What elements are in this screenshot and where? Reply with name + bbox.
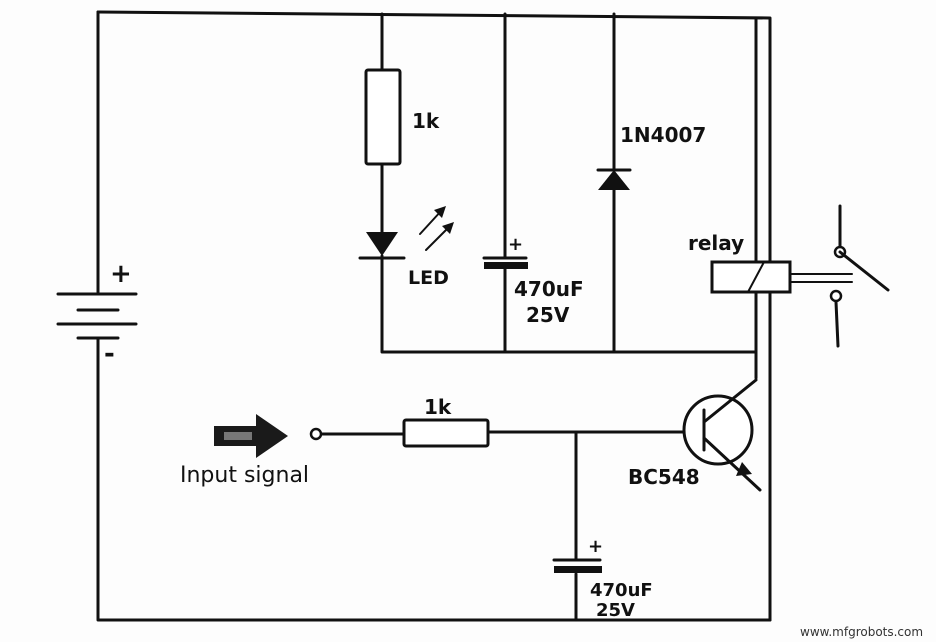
top-capacitor	[482, 256, 528, 269]
top-resistor	[364, 68, 402, 166]
led-symbol	[358, 206, 454, 260]
top-resistor-label: 1k	[412, 109, 440, 133]
diode-symbol	[596, 168, 632, 190]
input-terminal	[309, 427, 323, 441]
battery-minus-label: -	[104, 339, 115, 369]
bottom-resistor	[402, 418, 490, 448]
watermark: www.mfgrobots.com	[800, 625, 923, 639]
bottom-capacitor-plus: +	[588, 536, 603, 557]
bottom-capacitor-voltage: 25V	[596, 600, 635, 621]
bottom-capacitor-value: 470uF	[590, 580, 653, 601]
battery-symbol	[56, 292, 138, 340]
relay-symbol	[710, 204, 890, 348]
transistor-label: BC548	[628, 465, 700, 489]
wires	[96, 10, 772, 622]
bottom-capacitor	[552, 558, 602, 573]
transistor-symbol	[682, 378, 762, 492]
input-signal-label: Input signal	[180, 463, 309, 488]
led-label: LED	[408, 267, 449, 289]
top-capacitor-voltage: 25V	[526, 303, 570, 327]
top-capacitor-value: 470uF	[514, 277, 584, 301]
relay-label: relay	[688, 231, 744, 255]
bottom-resistor-label: 1k	[424, 395, 452, 419]
input-arrow-icon	[214, 414, 288, 458]
diode-label: 1N4007	[620, 123, 706, 147]
top-capacitor-plus: +	[508, 234, 523, 255]
battery-plus-label: +	[110, 259, 132, 289]
